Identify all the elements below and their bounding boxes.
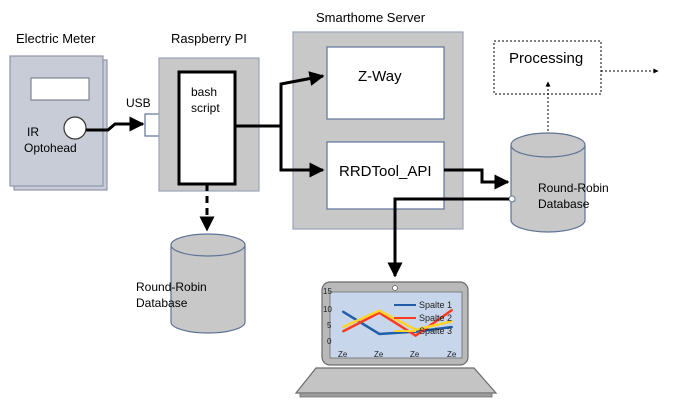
chart-point-1-4 [451, 326, 453, 328]
db-to-laptop-arrow [387, 197, 509, 278]
bottom-db-label-line2: Database [136, 296, 188, 310]
chart-x-tick-3: Ze [410, 350, 420, 359]
ir-optohead-circle [63, 116, 87, 140]
bottom-database-cylinder [170, 233, 246, 334]
raspberry-pi-title: Raspberry PI [171, 31, 247, 46]
electric-meter-device [9, 55, 108, 191]
meter-display [30, 77, 90, 101]
right-db-label-line2: Database [538, 197, 590, 211]
right-db-label-line1: Round-Robin [538, 181, 609, 195]
bash-to-zway-arrow [235, 71, 325, 128]
chart-y-tick-15: 15 [323, 287, 332, 296]
bash-label-line1: bash [191, 85, 217, 99]
legend-spalte-1: Spalte 1 [419, 300, 452, 310]
bottom-db-label-line1: Round-Robin [136, 280, 207, 294]
chart-series-group [342, 308, 453, 338]
chart-point-1-2 [378, 333, 381, 335]
bash-to-rrdtool-arrow [279, 126, 325, 178]
chart-x-tick-1: Ze [338, 350, 348, 359]
chart-y-tick-0: 0 [327, 337, 332, 346]
bash-label-line2: script [191, 101, 220, 115]
laptop-chart: 15 10 5 0 Ze Ze Ze Ze [323, 287, 457, 359]
right-database-cylinder [510, 132, 586, 233]
usb-label: USB [126, 96, 151, 110]
chart-point-2-4 [451, 309, 453, 311]
rrdtool-to-db-arrow [444, 168, 510, 190]
laptop-keyboard-base [294, 367, 498, 394]
processing-label: Processing [509, 50, 583, 67]
chart-x-tick-4: Ze [447, 350, 457, 359]
chart-point-2-1 [342, 330, 344, 333]
chart-y-tick-10: 10 [323, 305, 332, 314]
legend-spalte-2: Spalte 2 [419, 313, 452, 323]
chart-point-1-1 [342, 310, 344, 313]
legend-spalte-3: Spalte 3 [419, 326, 452, 336]
chart-y-tick-5: 5 [327, 321, 332, 330]
zway-box [326, 46, 445, 120]
laptop [294, 281, 498, 398]
ir-label: IR [27, 125, 39, 139]
optohead-label: Optohead [24, 141, 77, 155]
laptop-base-edge [299, 392, 493, 398]
meter-to-usb-arrow [86, 116, 145, 132]
bash-script-box [177, 70, 237, 186]
chart-point-2-3 [414, 334, 417, 337]
chart-legend: Spalte 1 Spalte 2 Spalte 3 [394, 300, 452, 336]
smarthome-server-title: Smarthome Server [316, 10, 426, 25]
chart-line-spalte-3 [342, 309, 453, 331]
zway-label: Z-Way [358, 68, 402, 85]
laptop-camera [392, 285, 398, 291]
chart-x-tick-2: Ze [374, 350, 384, 359]
chart-point-3-2 [378, 309, 381, 312]
rrdtool-api-label: RRDTool_API [339, 163, 432, 180]
chart-point-3-4 [451, 320, 453, 323]
chart-line-spalte-2 [342, 308, 453, 338]
chart-point-3-1 [342, 326, 344, 328]
electric-meter-title: Electric Meter [16, 31, 96, 46]
